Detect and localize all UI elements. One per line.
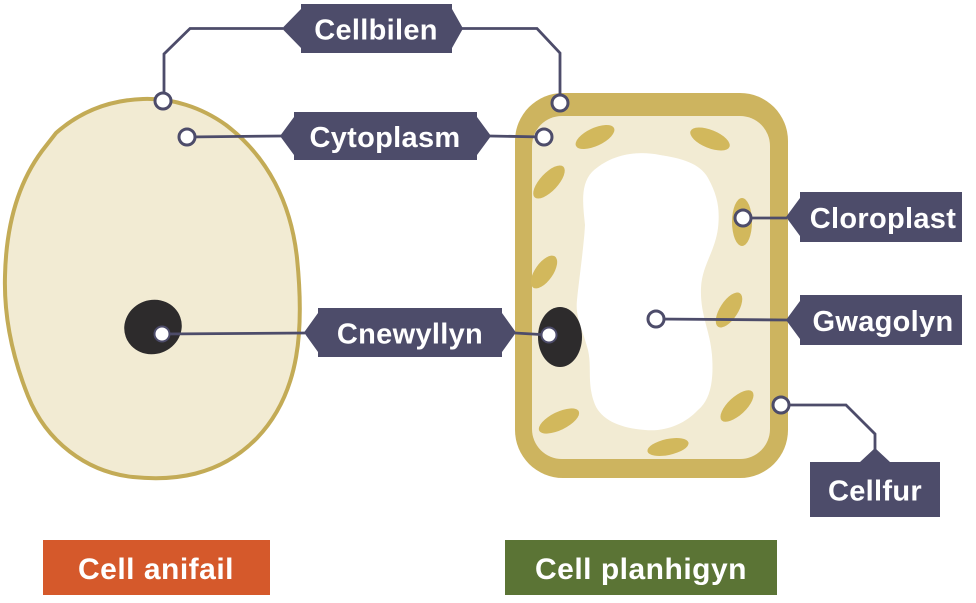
plant-vacuole <box>576 153 719 431</box>
vacuole-marker <box>646 309 666 329</box>
label-cytoplasm-box <box>280 112 491 160</box>
cnewyllyn-left-connector <box>161 331 306 336</box>
plant-cell <box>515 93 788 478</box>
chloroplast <box>533 165 565 199</box>
plant-cytoplasm-marker <box>534 127 554 147</box>
label-cytoplasm-text: Cytoplasm <box>310 122 461 154</box>
label-gwagolyn-text: Gwagolyn <box>813 306 954 338</box>
label-callouts: Cellbilen Cytoplasm Cnewyllyn Cloroplast… <box>280 4 962 517</box>
chloroplast <box>538 408 580 434</box>
label-cytoplasm: Cytoplasm <box>280 112 491 160</box>
animal-nucleus <box>124 299 182 355</box>
plant-nucleus-marker <box>540 326 558 344</box>
gwagolyn-connector <box>655 317 788 322</box>
animal-nucleus-marker <box>153 325 171 343</box>
chloroplast-marker <box>733 208 753 228</box>
caption-animal-cell: Cell anifail <box>43 540 270 595</box>
label-gwagolyn-box <box>786 295 962 345</box>
label-cloroplast-text: Cloroplast <box>810 203 956 235</box>
chloroplast <box>647 438 689 456</box>
animal-membrane-marker <box>153 91 173 111</box>
label-cellfur-text: Cellfur <box>828 475 922 507</box>
chloroplasts <box>530 124 754 456</box>
label-cellbilen-box <box>282 4 463 53</box>
caption-animal-box <box>43 540 270 595</box>
captions: Cell anifail Cell planhigyn <box>43 540 777 595</box>
caption-plant-text: Cell planhigyn <box>535 553 747 586</box>
label-cellfur-box <box>810 448 940 517</box>
cellbilen-left-connector <box>162 27 283 101</box>
label-cnewyllyn-box <box>304 308 516 357</box>
label-cellbilen-text: Cellbilen <box>314 14 438 46</box>
label-cellfur: Cellfur <box>810 448 940 517</box>
cellwall-marker <box>771 395 791 415</box>
label-cloroplast: Cloroplast <box>786 192 962 242</box>
chloroplast <box>720 390 754 422</box>
label-cnewyllyn: Cnewyllyn <box>304 308 516 357</box>
point-markers <box>153 91 791 415</box>
animal-cytoplasm-marker <box>177 127 197 147</box>
animal-cell-membrane <box>2 96 302 481</box>
label-gwagolyn: Gwagolyn <box>786 295 962 345</box>
caption-animal-text: Cell anifail <box>78 553 234 586</box>
cellbilen-right-connector <box>462 27 562 103</box>
caption-plant-box <box>505 540 777 595</box>
cytoplasm-left-connector <box>186 134 282 139</box>
animal-cell <box>2 96 302 481</box>
label-cnewyllyn-text: Cnewyllyn <box>337 318 483 350</box>
caption-plant-cell: Cell planhigyn <box>505 540 777 595</box>
label-cellbilen: Cellbilen <box>282 4 463 53</box>
plant-nucleus <box>538 307 582 367</box>
chloroplast <box>690 127 730 151</box>
chloroplast <box>530 255 558 289</box>
plant-membrane-marker <box>550 93 570 113</box>
label-cloroplast-box <box>786 192 962 242</box>
chloroplast <box>575 124 615 150</box>
cellfur-connector <box>781 403 877 452</box>
